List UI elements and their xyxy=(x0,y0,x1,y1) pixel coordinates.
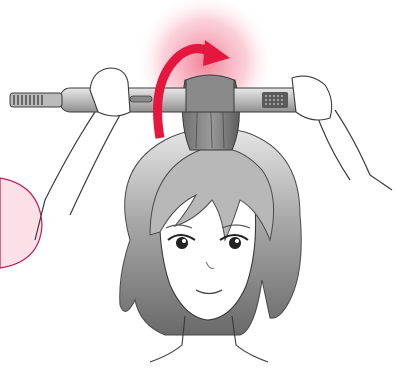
rotate-arrow-icon xyxy=(153,40,230,139)
mouth xyxy=(195,289,223,295)
neck xyxy=(149,315,269,363)
hair-wrap xyxy=(185,74,235,113)
right-arm xyxy=(317,109,393,191)
pink-circle-marker xyxy=(0,177,43,269)
left-hand xyxy=(89,67,131,117)
right-eye xyxy=(219,224,251,249)
nose xyxy=(205,261,215,269)
left-arm xyxy=(34,111,121,241)
right-hand xyxy=(291,75,333,121)
left-eye xyxy=(165,224,196,249)
